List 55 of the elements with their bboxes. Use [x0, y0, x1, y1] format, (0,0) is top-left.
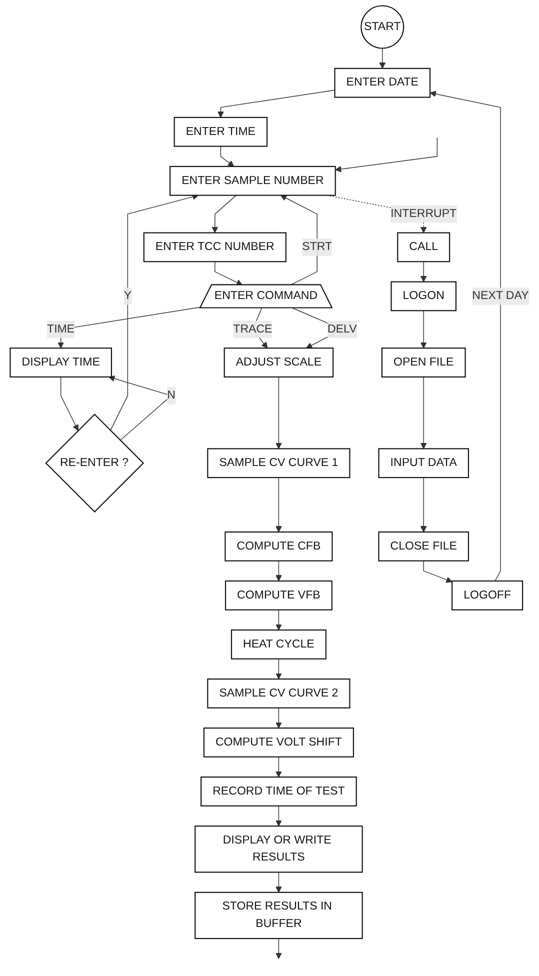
edge-label: Y: [124, 290, 132, 302]
node-diamond: [45, 414, 144, 513]
arrow: [276, 708, 282, 728]
node-box: [200, 776, 357, 806]
arrow: [218, 90, 336, 118]
arrow: [110, 194, 199, 431]
arrow: [335, 137, 438, 172]
arrow: [379, 48, 386, 69]
arrow: [220, 146, 234, 167]
arrow: [420, 477, 427, 532]
arrow: [214, 261, 243, 286]
edge-label: NEXT DAY: [472, 290, 529, 302]
edge-label: TRACE: [233, 322, 272, 336]
arrow: [276, 658, 282, 680]
node-box: [452, 580, 524, 610]
node-box: [230, 629, 326, 660]
arrow: [212, 194, 237, 234]
node-box: [207, 678, 350, 708]
node-box: [224, 580, 332, 610]
edge-label: INTERRUPT: [390, 208, 457, 220]
node-box: [174, 116, 268, 147]
node-box: [381, 348, 466, 378]
node-box: [194, 826, 363, 873]
arrow: [420, 261, 427, 282]
node-box: [207, 448, 350, 478]
node-box: [194, 892, 363, 940]
node-box: [224, 531, 333, 562]
arrow: [276, 609, 282, 630]
node-box: [170, 166, 336, 196]
arrow: [276, 376, 282, 449]
arrow: [276, 477, 282, 532]
edge-label: N: [167, 389, 176, 402]
arrow: [420, 376, 427, 449]
arrow: [423, 560, 452, 583]
edge-label: TIME: [47, 322, 75, 336]
arrow: [276, 938, 282, 959]
node-circle: [360, 5, 404, 49]
node-box: [378, 531, 469, 562]
arrow: [420, 310, 427, 348]
node-box: [390, 281, 456, 312]
edge-label: DELV: [327, 322, 357, 336]
edge-label: STRT: [302, 240, 332, 253]
node-box: [224, 348, 334, 378]
arrow: [276, 806, 282, 826]
arrow: [276, 872, 282, 893]
arrow: [276, 756, 282, 778]
arrow: [60, 376, 78, 431]
arrow: [276, 560, 282, 582]
node-box: [397, 232, 450, 262]
arrow: [430, 90, 501, 582]
node-box: [143, 232, 286, 262]
node-box: [203, 728, 354, 758]
node-box: [334, 68, 431, 98]
node-box: [10, 348, 112, 378]
node-box: [378, 448, 469, 478]
